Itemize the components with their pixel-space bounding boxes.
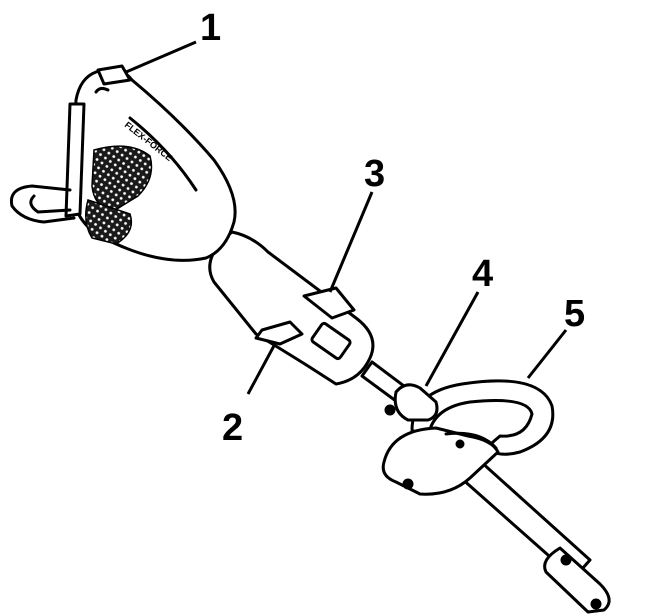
leader-1 [125, 40, 197, 74]
guard-mount [381, 426, 500, 496]
leader-lines [125, 40, 568, 395]
housing-top-cap [96, 64, 132, 86]
callout-4: 4 [472, 253, 493, 295]
callout-2: 2 [222, 407, 243, 449]
leader-5 [526, 329, 568, 379]
callout-3: 3 [364, 153, 385, 195]
shaft-coupler [393, 383, 439, 422]
trigger [254, 320, 304, 346]
vent-grilles [85, 145, 153, 245]
lock-off-button [302, 286, 356, 320]
rear-bail [9, 184, 76, 224]
guard-handle [410, 379, 555, 456]
leader-4 [424, 291, 480, 387]
callout-5: 5 [564, 293, 585, 335]
housing-side-plate [64, 102, 86, 218]
shaft-end-fitting [543, 546, 611, 614]
leader-2 [246, 341, 278, 395]
vent-lower [85, 199, 133, 245]
callout-1: 1 [200, 7, 221, 49]
grip-window [310, 321, 352, 361]
leader-3 [328, 191, 374, 293]
vent-upper [91, 145, 153, 213]
